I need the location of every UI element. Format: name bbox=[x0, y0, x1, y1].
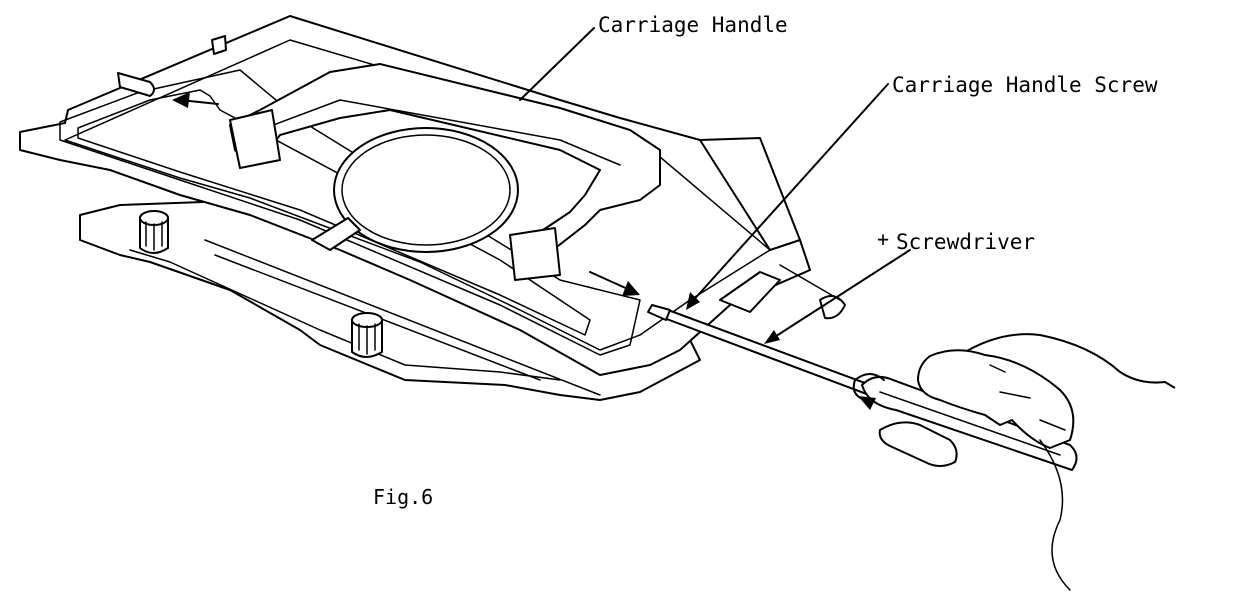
screwdriver-tool bbox=[647, 304, 1078, 471]
leader-carriage-handle-screw bbox=[689, 83, 889, 305]
clip-bracket bbox=[719, 264, 846, 320]
leader-screwdriver bbox=[769, 249, 911, 341]
figure-caption: Fig.6 bbox=[373, 485, 433, 509]
label-screwdriver-symbol: + bbox=[877, 227, 889, 251]
label-carriage-handle-screw: Carriage Handle Screw bbox=[892, 73, 1158, 97]
adjust-knob-left bbox=[139, 210, 169, 254]
hoop-ring bbox=[311, 127, 519, 253]
adjust-knob-right bbox=[351, 312, 383, 358]
label-carriage-handle: Carriage Handle bbox=[598, 13, 788, 37]
removal-arrow-left bbox=[172, 92, 219, 108]
leader-lines bbox=[519, 27, 911, 344]
removal-arrow-right bbox=[589, 271, 640, 296]
hand bbox=[878, 333, 1176, 591]
label-screwdriver: Screwdriver bbox=[896, 230, 1035, 254]
carriage-handle bbox=[229, 63, 661, 281]
leader-carriage-handle bbox=[519, 27, 595, 101]
